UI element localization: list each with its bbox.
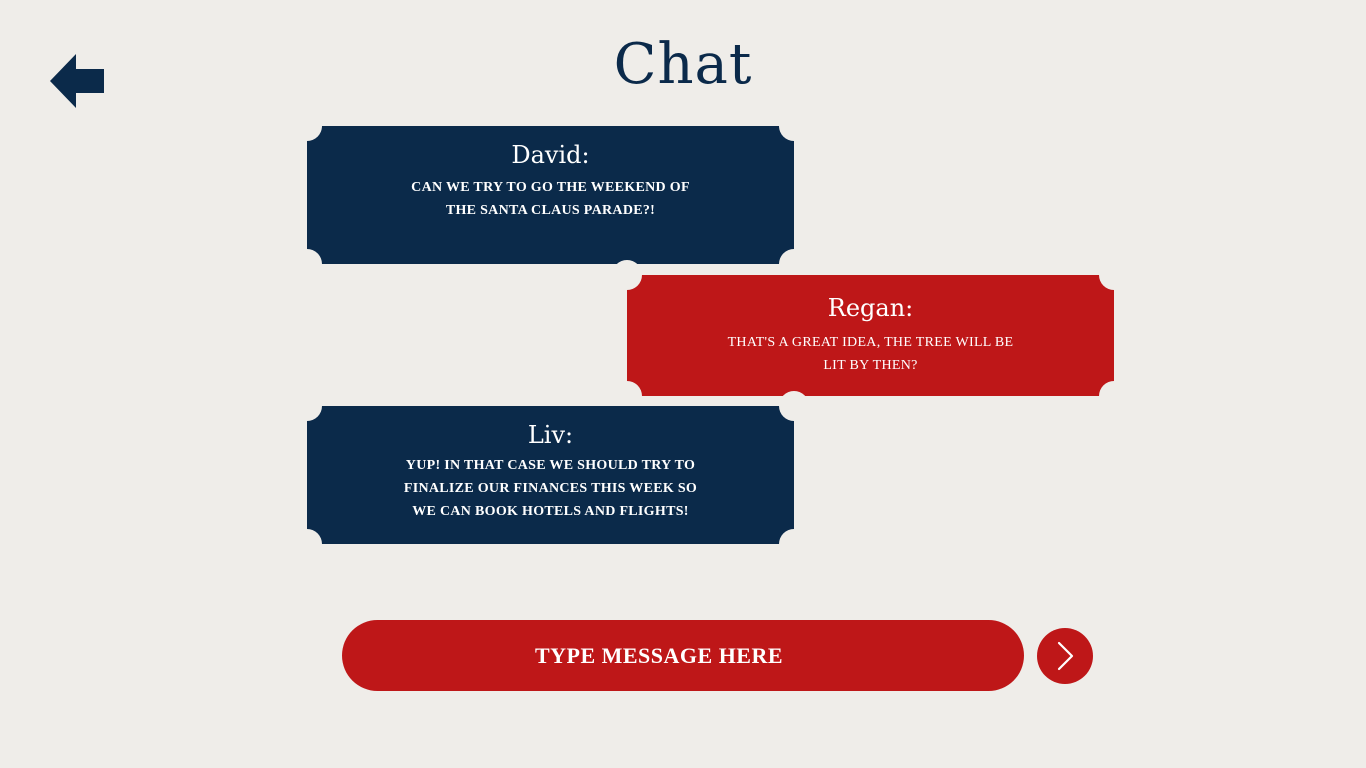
message-text: THAT'S A GREAT IDEA, THE TREE WILL BE LI… <box>727 335 1014 373</box>
message-bubble: Liv: YUP! IN THAT CASE WE SHOULD TRY TO … <box>292 391 809 559</box>
chevron-right-icon <box>1057 641 1074 671</box>
message-text: CAN WE TRY TO GO THE WEEKEND OF THE SANT… <box>411 180 690 218</box>
message-bubble: Regan: THAT'S A GREAT IDEA, THE TREE WIL… <box>612 260 1129 411</box>
message-sender: Regan: <box>827 294 914 322</box>
back-button[interactable] <box>50 54 104 108</box>
message-sender: David: <box>511 141 590 169</box>
send-button[interactable] <box>1037 628 1093 684</box>
page-title: Chat <box>613 32 753 97</box>
message-input[interactable]: TYPE MESSAGE HERE <box>342 620 1024 691</box>
message-bubble: David: CAN WE TRY TO GO THE WEEKEND OF T… <box>292 111 809 279</box>
message-text: YUP! IN THAT CASE WE SHOULD TRY TO FINAL… <box>403 458 698 519</box>
back-arrow-icon <box>50 54 104 108</box>
message-sender: Liv: <box>527 421 574 449</box>
